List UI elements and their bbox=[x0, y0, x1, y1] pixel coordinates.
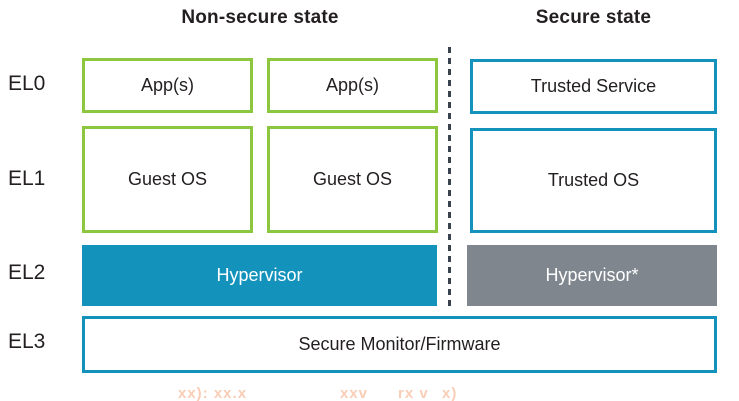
el0-label: EL0 bbox=[8, 72, 46, 95]
watermark-fragment: rx v bbox=[398, 385, 429, 401]
secure-nonsecure-dashed-divider bbox=[448, 47, 451, 306]
non-secure-state-header: Non-secure state bbox=[181, 7, 339, 28]
secure-state-header: Secure state bbox=[535, 7, 652, 28]
el0-trusted-service-box: Trusted Service bbox=[470, 59, 717, 114]
watermark-fragment: xxv bbox=[340, 385, 369, 401]
watermark-fragment: xx): xx.x bbox=[178, 385, 248, 401]
el1-label: EL1 bbox=[8, 167, 46, 190]
el1-guest-os-box-2: Guest OS bbox=[267, 126, 438, 233]
el1-trusted-os-box: Trusted OS bbox=[470, 128, 717, 233]
watermark-fragment: x) bbox=[442, 385, 458, 401]
el2-secure-hypervisor-box: Hypervisor* bbox=[467, 245, 717, 306]
el3-label: EL3 bbox=[8, 330, 46, 353]
el0-apps-box-1: App(s) bbox=[82, 58, 253, 113]
el2-label: EL2 bbox=[8, 261, 46, 284]
el3-secure-monitor-firmware-box: Secure Monitor/Firmware bbox=[82, 316, 717, 373]
el2-hypervisor-box: Hypervisor bbox=[82, 245, 437, 306]
el0-apps-box-2: App(s) bbox=[267, 58, 438, 113]
el1-guest-os-box-1: Guest OS bbox=[82, 126, 253, 233]
